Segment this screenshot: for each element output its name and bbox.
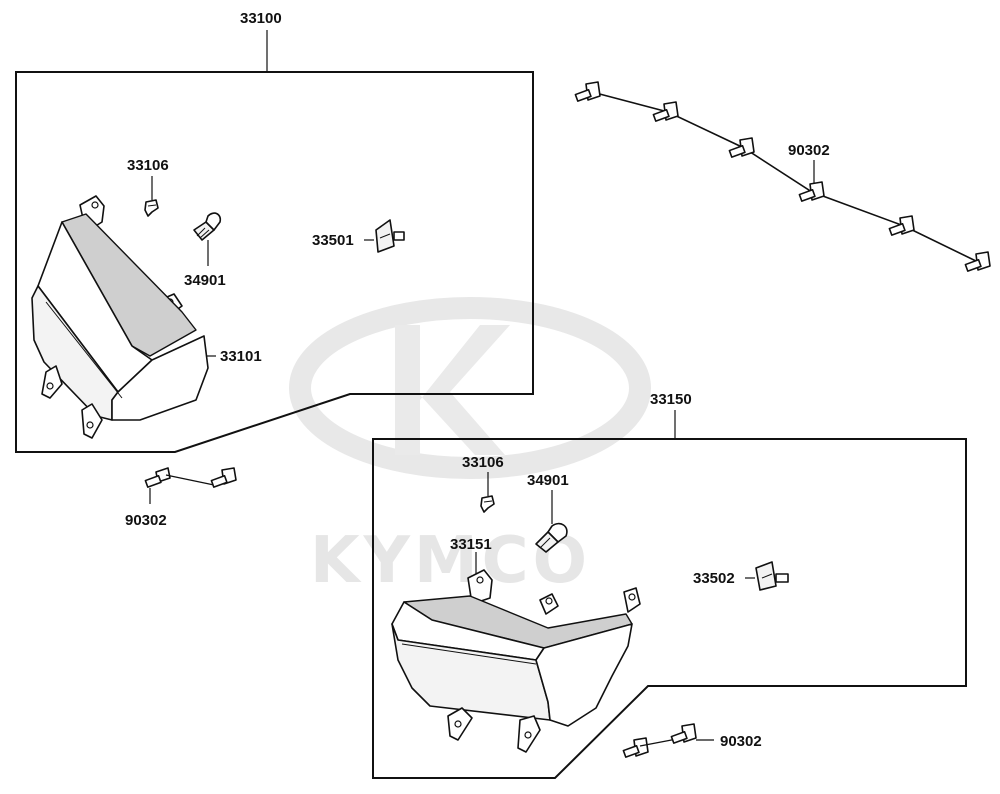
label-90302-front: 90302 [720, 733, 762, 750]
label-90302-rear: 90302 [125, 512, 167, 529]
label-33501: 33501 [312, 232, 354, 249]
label-34901-front: 34901 [527, 472, 569, 489]
assembly-frame-33100 [15, 71, 534, 453]
label-33106-rear: 33106 [127, 157, 169, 174]
taillight-housing-33101-icon [31, 195, 216, 439]
assembly-33150: 33150 33106 34901 33151 33502 [372, 391, 967, 779]
screw-5-icon [888, 215, 915, 236]
reflector-33502-icon [745, 561, 789, 591]
bulb-34901-front-icon [535, 490, 568, 553]
label-34901-rear: 34901 [184, 272, 226, 289]
headlight-housing-33151-icon [391, 569, 641, 753]
label-90302-set: 90302 [788, 142, 830, 159]
screw-2-icon [652, 101, 679, 122]
screw-3-icon [728, 137, 755, 158]
socket-clip-33106-icon [144, 176, 159, 217]
label-33100: 33100 [240, 10, 282, 27]
screw-1-icon [574, 81, 601, 102]
label-33151: 33151 [450, 536, 492, 553]
screw-6-icon [964, 251, 991, 272]
screw-set-90302: 90302 [574, 81, 991, 272]
watermark-text: KYMCO [310, 524, 591, 598]
reflector-33501-icon [364, 219, 405, 253]
assembly-33100: 33100 33106 34901 33501 [15, 10, 534, 529]
screw-pair-front-icon [622, 723, 714, 758]
assembly-frame-33150 [372, 438, 967, 779]
bulb-34901-icon [193, 212, 222, 266]
screw-pair-rear-icon [144, 467, 237, 504]
socket-clip-33106-front-icon [480, 472, 495, 513]
label-33150: 33150 [650, 391, 692, 408]
label-33101: 33101 [220, 348, 262, 365]
label-33106-front: 33106 [462, 454, 504, 471]
screw-4-icon [798, 181, 825, 202]
kymco-watermark: KYMCO [289, 297, 651, 598]
label-33502: 33502 [693, 570, 735, 587]
